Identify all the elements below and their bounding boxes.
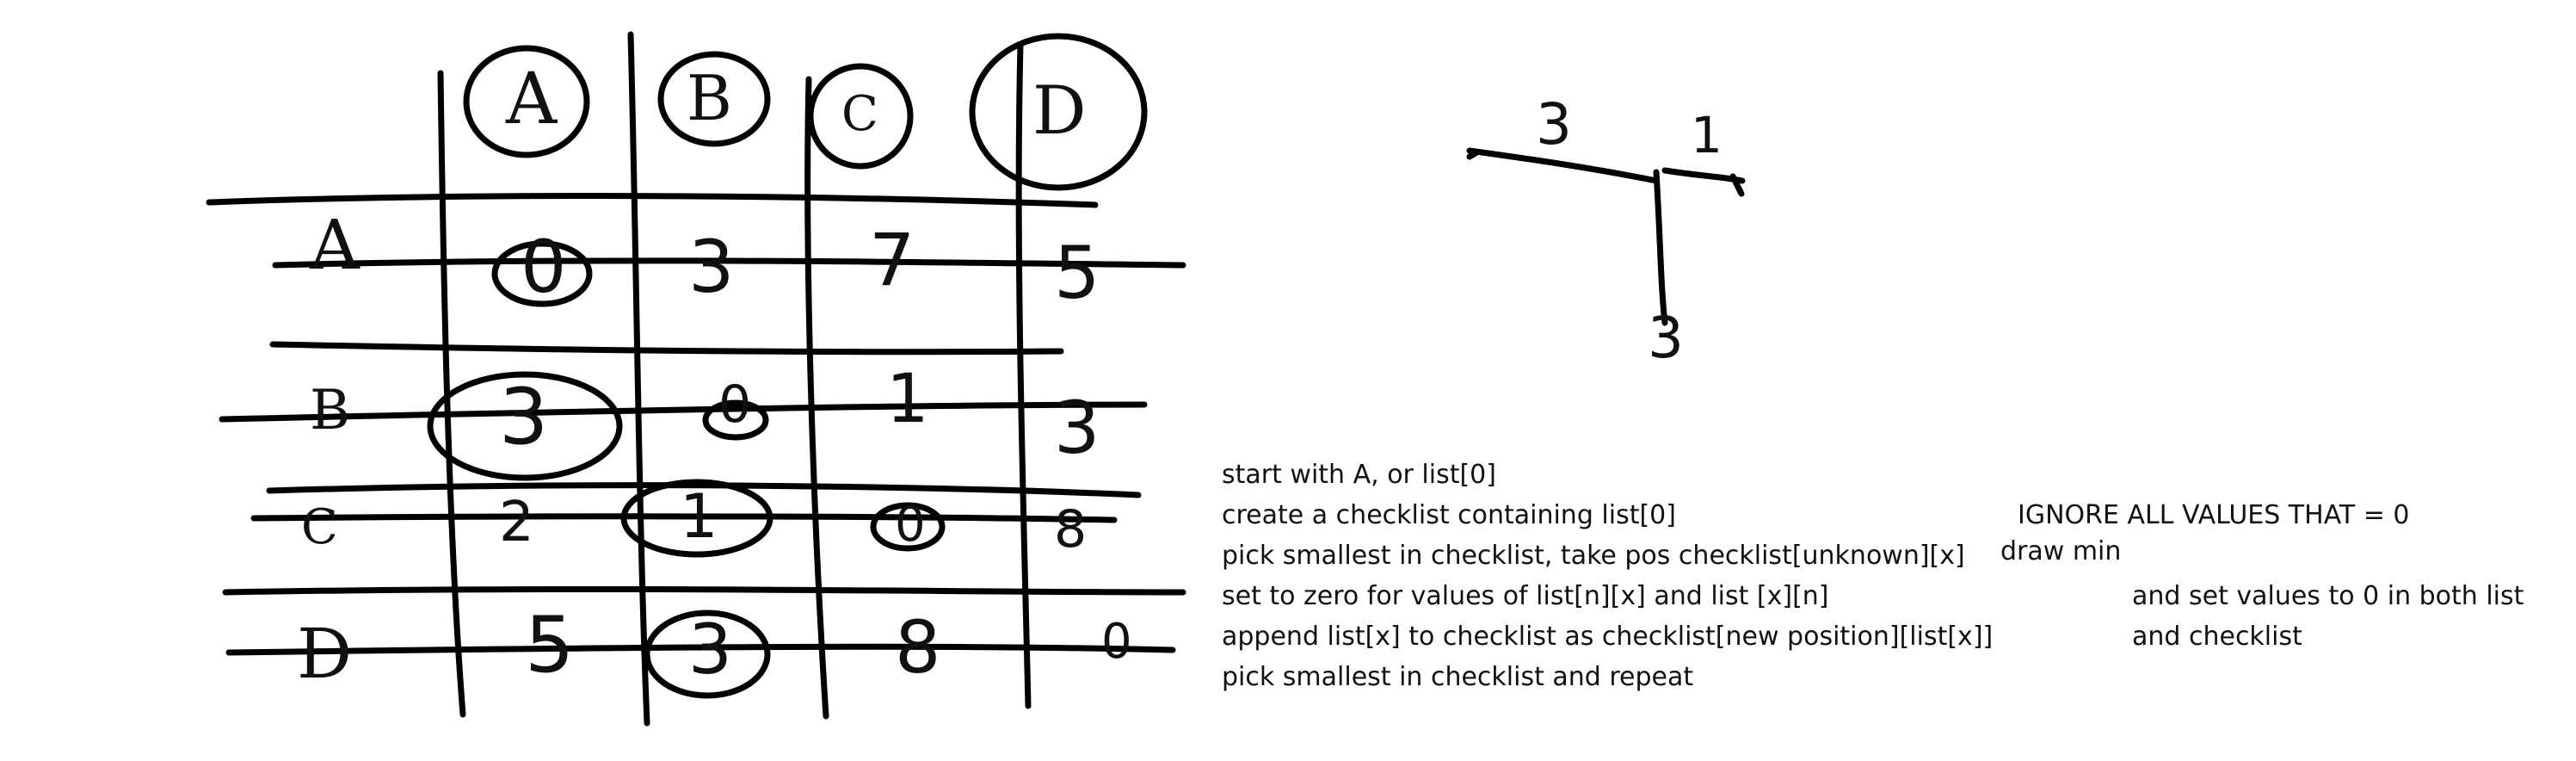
cell-a-d: 5 (1054, 231, 1100, 315)
cell-circle-b-a (427, 371, 623, 481)
grid-vline-4 (1015, 41, 1032, 709)
tree-left-edge (1466, 147, 1660, 184)
cell-b-b: 0 (718, 374, 752, 435)
cell-d-b: 3 (688, 609, 732, 690)
cell-a-a: 0 (521, 225, 567, 309)
cell-a-b: 3 (688, 225, 735, 309)
tree-left-weight: 3 (1536, 91, 1572, 158)
draw-min-note: draw min (2000, 536, 2122, 566)
grid-vline-2 (627, 31, 650, 727)
cell-d-c: 8 (895, 605, 941, 690)
cell-circle-c-b (620, 479, 773, 558)
header-circle-c (807, 63, 914, 170)
grid-hline-6 (250, 513, 1118, 523)
instruction-line-6: pick smallest in checklist and repeat (1222, 662, 1694, 692)
cell-b-c: 1 (886, 361, 929, 438)
instruction-line-5: append list[x] to checklist as checklist… (1222, 622, 1994, 652)
row-header-c: C (301, 499, 338, 555)
cell-b-a: 3 (499, 372, 549, 462)
grid-hline-8 (225, 643, 1176, 656)
grid-hline-2 (272, 257, 1186, 269)
grid-hline-4 (219, 401, 1148, 423)
column-header-c: C (841, 86, 878, 142)
cell-circle-d-b (644, 609, 771, 699)
column-header-a: A (506, 59, 558, 140)
tree-left-dot (1466, 150, 1479, 160)
cell-circle-b-b (702, 399, 769, 441)
set-values-note-1: and set values to 0 in both list (2132, 581, 2524, 611)
tree-right-weight: 1 (1691, 106, 1722, 164)
cell-c-b: 1 (680, 481, 718, 552)
tree-right-tick (1729, 173, 1745, 197)
grid-hline-3 (269, 341, 1064, 356)
instruction-line-2: create a checklist containing list[0] (1222, 500, 1676, 530)
header-circle-d (969, 33, 1148, 191)
column-header-b: B (687, 62, 732, 134)
set-values-note-2: and checklist (2132, 622, 2302, 652)
grid-vline-1 (437, 70, 466, 718)
header-circle-a (463, 45, 590, 158)
cell-c-a: 2 (499, 491, 534, 554)
cell-c-c: 0 (895, 497, 926, 553)
cell-c-d: 8 (1054, 499, 1088, 560)
cell-b-d: 3 (1054, 386, 1100, 470)
column-header-d: D (1032, 72, 1087, 150)
grid-hline-7 (222, 585, 1186, 596)
header-circle-b (657, 51, 771, 147)
cell-d-d: 0 (1101, 614, 1132, 670)
tree-vertical-edge (1653, 169, 1668, 326)
row-header-b: B (310, 379, 351, 442)
cell-a-c: 7 (869, 218, 915, 302)
cell-circle-a-a (491, 240, 593, 307)
cell-circle-c-c (870, 502, 946, 552)
cell-d-a: 5 (525, 600, 575, 690)
grid-hline-1 (206, 193, 1099, 208)
row-header-d: D (297, 614, 353, 694)
instruction-line-4: set to zero for values of list[n][x] and… (1222, 581, 1829, 611)
row-header-a: A (310, 205, 360, 285)
instruction-line-3: pick smallest in checklist, take pos che… (1222, 541, 1965, 571)
instruction-line-1: start with A, or list[0] (1222, 460, 1496, 490)
grid-vline-3 (804, 76, 829, 720)
ignore-zero-note: IGNORE ALL VALUES THAT = 0 (2018, 500, 2410, 530)
tree-down-weight: 3 (1648, 305, 1684, 371)
grid-hline-5 (266, 482, 1142, 498)
